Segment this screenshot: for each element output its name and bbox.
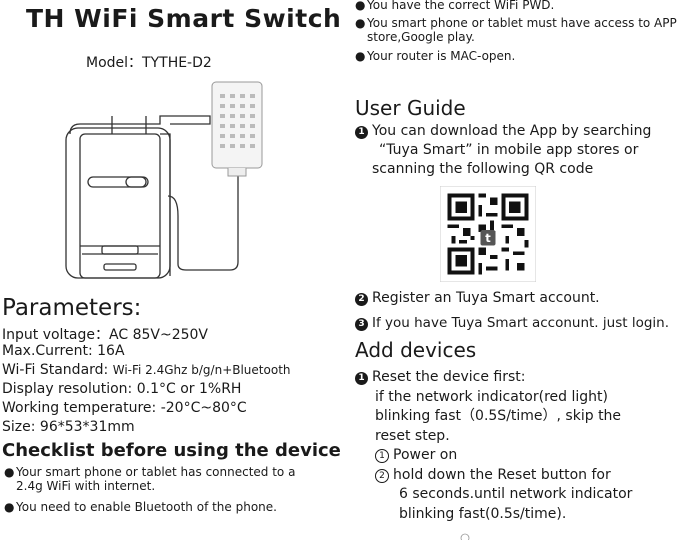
- checklist-heading: Checklist before using the device: [2, 440, 341, 461]
- param-size: Size: 96*53*31mm: [2, 419, 135, 435]
- step-number-icon: 2: [355, 293, 368, 306]
- param-input-voltage: Input voltage：AC 85V~250V: [2, 327, 208, 343]
- substep-number-icon: 1: [375, 449, 389, 463]
- wifi-label: Wi-Fi Standard:: [2, 362, 113, 378]
- requirement-item: ●You have the correct WiFi PWD.: [355, 0, 555, 12]
- bullet-icon: ●: [355, 16, 366, 30]
- step-number-icon: 3: [355, 318, 368, 331]
- checklist-item: ●Your smart phone or tablet has connecte…: [4, 465, 296, 493]
- svg-text:t: t: [485, 231, 491, 245]
- checklist-item: ●You need to enable Bluetooth of the pho…: [4, 500, 277, 514]
- bullet-icon: ●: [355, 0, 366, 12]
- param-display-resolution: Display resolution: 0.1°C or 1%RH: [2, 381, 242, 397]
- param-max-current: Max.Current: 16A: [2, 343, 125, 359]
- switch-device-illustration: [65, 81, 263, 279]
- model-number: Model：TYTHE-D2: [86, 55, 212, 71]
- qr-code-icon[interactable]: t: [440, 186, 536, 282]
- param-working-temperature: Working temperature: -20°C~80°C: [2, 400, 247, 416]
- page-mark-icon: [460, 533, 470, 540]
- user-guide-heading: User Guide: [355, 96, 466, 120]
- step-number-icon: 1: [355, 126, 368, 139]
- wifi-value: Wi-Fi 2.4Ghz b/g/n+Bluetooth: [112, 363, 291, 377]
- add-devices-heading: Add devices: [355, 338, 477, 362]
- substep-number-icon: 2: [375, 468, 389, 483]
- requirement-item: ●Your router is MAC-open.: [355, 49, 516, 63]
- temperature-humidity-sensor: [211, 81, 263, 177]
- step-number-icon: 1: [355, 372, 368, 385]
- param-wifi-standard: Wi-Fi Standard: Wi-Fi 2.4Ghz b/g/n+Bluet…: [2, 362, 291, 378]
- requirement-item: ●You smart phone or tablet must have acc…: [355, 16, 677, 44]
- bullet-icon: ●: [4, 500, 15, 514]
- bullet-icon: ●: [355, 49, 366, 63]
- parameters-heading: Parameters:: [2, 295, 142, 321]
- bullet-icon: ●: [4, 465, 15, 479]
- page-title: TH WiFi Smart Switch: [26, 4, 342, 33]
